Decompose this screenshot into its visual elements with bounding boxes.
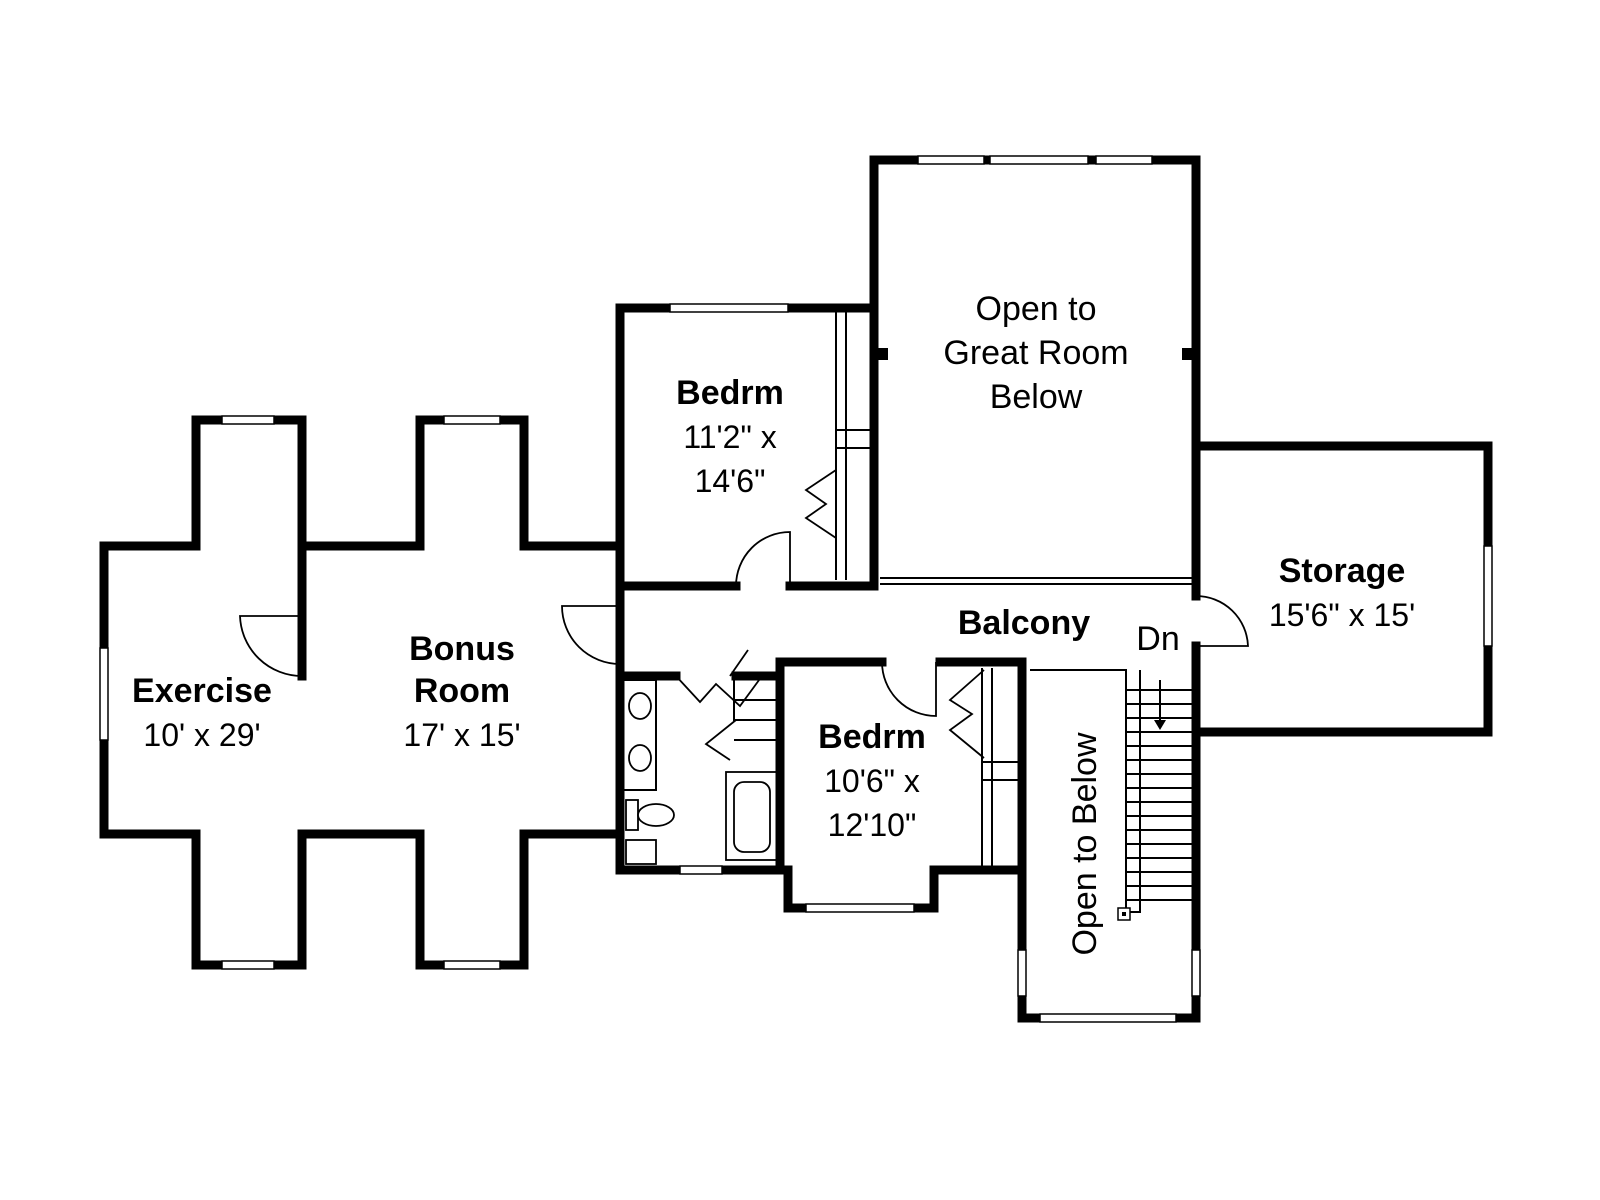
open-below-label: Open to Below — [1066, 732, 1104, 955]
closet — [835, 312, 872, 580]
balcony-rail — [880, 577, 1192, 585]
closet-door — [704, 649, 749, 761]
open-great-room — [869, 155, 1201, 585]
sink — [628, 744, 652, 772]
bedroom-lower-label: Bedrm — [818, 718, 926, 756]
door-swing — [561, 605, 621, 665]
arrow-head — [1154, 720, 1166, 730]
window — [1095, 155, 1153, 165]
window — [989, 155, 1089, 165]
window — [221, 415, 275, 425]
door-swing — [239, 615, 303, 677]
window — [1017, 949, 1027, 997]
exercise-room — [99, 415, 307, 970]
window — [917, 155, 985, 165]
post — [1182, 348, 1196, 360]
closet-door — [804, 469, 837, 539]
post — [874, 348, 888, 360]
bedroom-lower-size-line2: 12'10" — [828, 807, 917, 843]
bathroom — [624, 649, 781, 875]
storage-label: Storage — [1279, 552, 1406, 590]
closet-door — [948, 669, 985, 759]
exercise-label: Exercise — [132, 672, 272, 710]
closet — [981, 668, 1020, 866]
bonus-room — [297, 415, 625, 970]
balcony-hall — [615, 601, 1027, 913]
bonus-label-line1: Bonus — [409, 630, 515, 668]
bedroom-upper-size-line2: 14'6" — [695, 463, 766, 499]
great-room-line1: Open to — [976, 290, 1097, 328]
bedroom-upper — [615, 303, 879, 611]
bonus-size: 17' x 15' — [403, 717, 520, 753]
door-swing — [675, 675, 763, 708]
window — [805, 903, 915, 913]
storage-size: 15'6" x 15' — [1269, 597, 1415, 633]
sink — [628, 692, 652, 720]
window — [443, 415, 501, 425]
door-swing — [735, 531, 791, 587]
bedroom-upper-size-line1: 11'2" x — [683, 419, 776, 455]
window — [1039, 1013, 1177, 1023]
toilet-tank — [625, 799, 639, 831]
bedroom-lower-size-line1: 10'6" x — [824, 763, 920, 799]
window — [1191, 949, 1201, 997]
window — [1483, 545, 1493, 647]
door-swing — [1195, 595, 1249, 647]
great-room-line3: Below — [990, 378, 1083, 416]
door-swing — [881, 661, 937, 717]
window — [221, 960, 275, 970]
open-below-area — [1017, 657, 1201, 1023]
window — [679, 865, 723, 875]
balcony-label: Balcony — [958, 604, 1090, 642]
bonus-label-line2: Room — [414, 672, 510, 710]
great-room-line2: Great Room — [943, 334, 1128, 372]
toilet-bowl — [637, 803, 675, 827]
linen-closet — [733, 676, 781, 766]
window — [443, 960, 501, 970]
bedroom-upper-label: Bedrm — [676, 374, 784, 412]
tub-inner — [733, 781, 771, 853]
exercise-size: 10' x 29' — [143, 717, 260, 753]
stairs-down-label: Dn — [1136, 620, 1179, 658]
window — [669, 303, 789, 313]
cabinet — [625, 839, 657, 865]
window — [99, 647, 109, 741]
